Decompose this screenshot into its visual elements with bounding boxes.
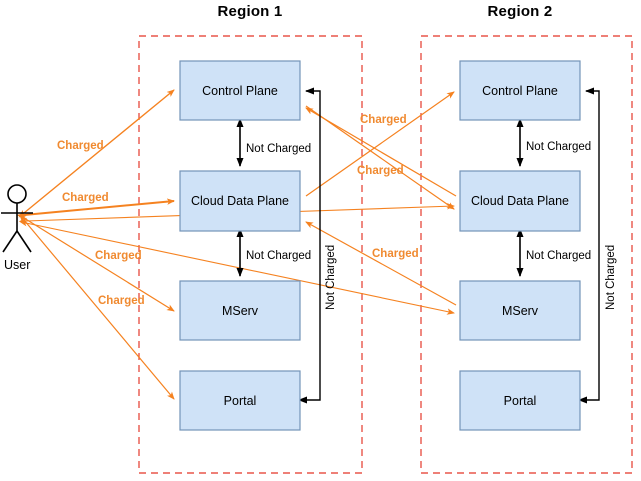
region-1-title: Region 1	[190, 3, 310, 20]
edge-r2-portal-control-plane	[578, 87, 600, 404]
user-leg-right-icon	[16, 230, 32, 253]
region-1-title-text: Region 1	[217, 3, 283, 20]
label-charged-r2-mserv-to-r1-cloud-data-plane: Charged	[372, 248, 419, 260]
label-charged-r1-to-r2-control-plane: Charged	[360, 114, 407, 126]
edge-user-to-r1-portal	[19, 214, 175, 400]
node-r1-mserv[interactable]: MServ	[179, 280, 301, 341]
user-leg-left-icon	[2, 230, 18, 253]
edge-r1-to-r2-control-plane	[305, 91, 455, 197]
user-label: User	[4, 258, 30, 272]
label-not-charged-r2-cdp-mserv: Not Charged	[526, 250, 591, 262]
node-r2-cloud-data-plane[interactable]: Cloud Data Plane	[459, 170, 581, 232]
label-not-charged-r1-cdp-mserv: Not Charged	[246, 250, 311, 262]
label-not-charged-r1-cp-cdp: Not Charged	[246, 143, 311, 155]
region-2-title-text: Region 2	[487, 3, 553, 20]
edge-r2-mserv-to-r1-cloud-data-plane	[305, 221, 457, 306]
node-r2-control-plane-label: Control Plane	[482, 84, 558, 98]
label-not-charged-r1-portal-cp: Not Charged	[325, 245, 337, 310]
label-charged-user-r1-control-plane: Charged	[57, 140, 104, 152]
label-not-charged-r2-cp-cdp: Not Charged	[526, 141, 591, 153]
node-r1-portal-label: Portal	[224, 394, 257, 408]
edge-r1-control-plane-to-r2-cloud-data-plane	[305, 105, 455, 210]
label-charged-user-r1-mserv: Charged	[95, 250, 142, 262]
label-not-charged-r2-portal-cp: Not Charged	[605, 245, 617, 310]
node-r2-cloud-data-plane-label: Cloud Data Plane	[471, 194, 569, 208]
node-r1-portal[interactable]: Portal	[179, 370, 301, 431]
edge-user-to-r1-control-plane	[18, 89, 175, 218]
node-r2-mserv-label: MServ	[502, 304, 539, 318]
node-r1-mserv-label: MServ	[222, 304, 259, 318]
node-r1-cloud-data-plane[interactable]: Cloud Data Plane	[179, 170, 301, 232]
edge-r2-to-r1-control-plane	[305, 107, 457, 197]
label-charged-r2-to-r1-control-plane: Charged	[357, 165, 404, 177]
region-1-boundary	[138, 35, 363, 474]
actor-user[interactable]: User	[1, 184, 33, 272]
node-r1-control-plane-label: Control Plane	[202, 84, 278, 98]
user-head-icon	[7, 184, 27, 204]
node-r2-mserv[interactable]: MServ	[459, 280, 581, 341]
edge-r1-portal-control-plane	[298, 87, 321, 404]
label-charged-user-r1-cloud-data-plane: Charged	[62, 192, 109, 204]
node-r1-cloud-data-plane-label: Cloud Data Plane	[191, 194, 289, 208]
node-r2-control-plane[interactable]: Control Plane	[459, 60, 581, 121]
node-r1-control-plane[interactable]: Control Plane	[179, 60, 301, 121]
node-r2-portal[interactable]: Portal	[459, 370, 581, 431]
label-charged-user-r1-portal: Charged	[98, 295, 145, 307]
node-r2-portal-label: Portal	[504, 394, 537, 408]
region-2-title: Region 2	[460, 3, 580, 20]
